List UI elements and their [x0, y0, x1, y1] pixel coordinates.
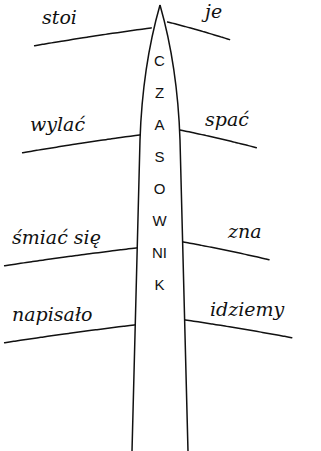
branch-line [4, 248, 137, 266]
branch-line [185, 320, 293, 338]
branch-word: zna [228, 220, 262, 243]
branch-line [4, 325, 135, 343]
branch-line [183, 242, 270, 260]
branch-word: napisało [12, 303, 92, 326]
branch-word: je [205, 0, 222, 23]
branch-word: wylać [30, 113, 85, 136]
branch-word: idziemy [210, 298, 284, 321]
branch-line [167, 22, 230, 40]
trunk-label: CZASOWNIK [152, 45, 167, 301]
branch-word: śmiać się [12, 226, 101, 249]
branch-line [22, 135, 140, 153]
branch-line [179, 130, 257, 148]
branch-line [34, 28, 152, 46]
branch-word: spać [205, 108, 249, 131]
branch-word: stoi [42, 6, 77, 29]
